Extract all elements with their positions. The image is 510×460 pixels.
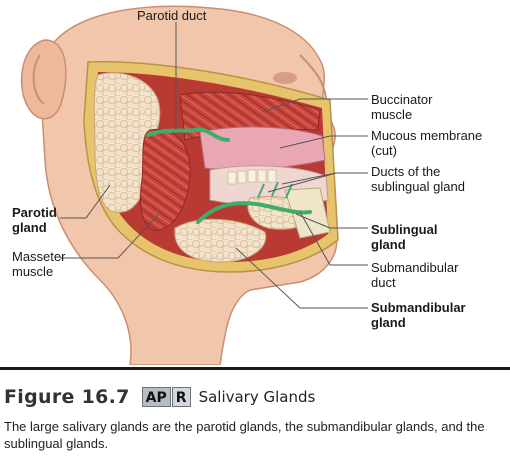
figure-title: Salivary Glands bbox=[198, 388, 316, 406]
leader-lines bbox=[60, 22, 368, 309]
ear bbox=[20, 39, 67, 120]
label-ducts-sublingual-gland: Ducts of the sublingual gland bbox=[371, 164, 465, 194]
masseter-muscle bbox=[140, 128, 191, 231]
caption-heading: Figure 16.7 AP R Salivary Glands bbox=[4, 386, 315, 408]
label-buccinator-muscle: Buccinator muscle bbox=[371, 92, 433, 122]
label-masseter-muscle: Masseter muscle bbox=[12, 249, 66, 279]
parotid-duct-line bbox=[146, 127, 230, 142]
apr-badge-r: R bbox=[171, 387, 191, 407]
mucous-membrane bbox=[199, 126, 326, 171]
apr-badge: AP R bbox=[141, 387, 191, 407]
label-submandibular-duct: Submandibular duct bbox=[371, 260, 459, 290]
label-parotid-duct: Parotid duct bbox=[137, 8, 207, 23]
lower-teeth bbox=[227, 169, 277, 185]
submandibular-duct-line bbox=[196, 201, 312, 224]
label-sublingual-gland: Sublingual gland bbox=[371, 222, 438, 252]
caption-divider bbox=[0, 367, 510, 370]
submandibular-gland bbox=[174, 218, 267, 263]
label-submandibular-gland: Submandibular gland bbox=[371, 300, 466, 330]
apr-badge-ap: AP bbox=[141, 387, 171, 407]
salivary-glands-illustration bbox=[20, 5, 368, 365]
label-mucous-membrane: Mucous membrane (cut) bbox=[371, 128, 483, 158]
sublingual-ducts-line bbox=[257, 181, 293, 199]
figure-description: The large salivary glands are the paroti… bbox=[4, 419, 485, 451]
figure-number: Figure 16.7 bbox=[4, 386, 130, 408]
label-parotid-gland: Parotid gland bbox=[12, 205, 57, 235]
